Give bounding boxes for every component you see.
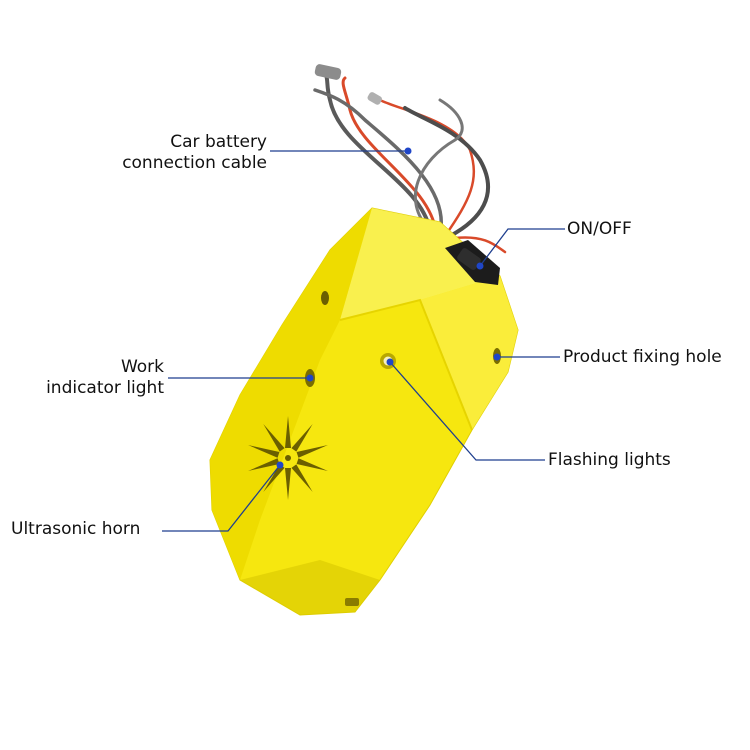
- dot-work: [306, 374, 314, 382]
- label-ultrasonic-horn: Ultrasonic horn: [11, 519, 141, 539]
- leader-onoff: [479, 228, 565, 267]
- starburst-grille-icon: [248, 416, 328, 500]
- wire-red-1: [341, 76, 438, 234]
- dot-flash: [386, 358, 394, 366]
- wire-grey-1: [320, 70, 432, 232]
- dot-cable: [404, 147, 412, 155]
- label-battery-cable-line1: Car battery: [170, 132, 267, 152]
- wire-terminal-2: [367, 92, 382, 105]
- leader-flash: [389, 361, 545, 461]
- label-work-indicator: Work indicator light: [46, 357, 164, 399]
- wire-grey-3: [403, 106, 491, 238]
- device-facet-left: [210, 208, 372, 580]
- label-fixing-hole: Product fixing hole: [563, 347, 722, 367]
- device-crease: [339, 298, 473, 431]
- label-battery-cable: Car battery connection cable: [122, 132, 267, 174]
- wire-terminal: [314, 64, 342, 80]
- side-slot: [321, 291, 329, 305]
- leader-dots: [276, 147, 501, 469]
- wire-grey-4: [413, 98, 464, 232]
- battery-cable: [313, 64, 507, 254]
- dot-onoff: [476, 262, 484, 270]
- wire-red-3: [453, 236, 507, 254]
- bottom-slot: [345, 598, 359, 606]
- device-facet-right: [420, 276, 518, 430]
- leader-lines: [162, 150, 565, 532]
- label-flashing-lights: Flashing lights: [548, 450, 671, 470]
- leader-horn: [162, 464, 281, 532]
- device-facet-top: [340, 208, 500, 320]
- device-body: [209, 207, 519, 616]
- rocker-switch-icon: [445, 240, 500, 285]
- label-work-indicator-line1: Work: [120, 357, 164, 377]
- label-on-off: ON/OFF: [567, 219, 632, 239]
- dot-horn: [276, 461, 284, 469]
- label-work-indicator-line2: indicator light: [46, 378, 164, 398]
- label-battery-cable-line2: connection cable: [122, 153, 267, 173]
- wire-grey-2: [313, 88, 444, 236]
- dot-fixing: [493, 353, 501, 361]
